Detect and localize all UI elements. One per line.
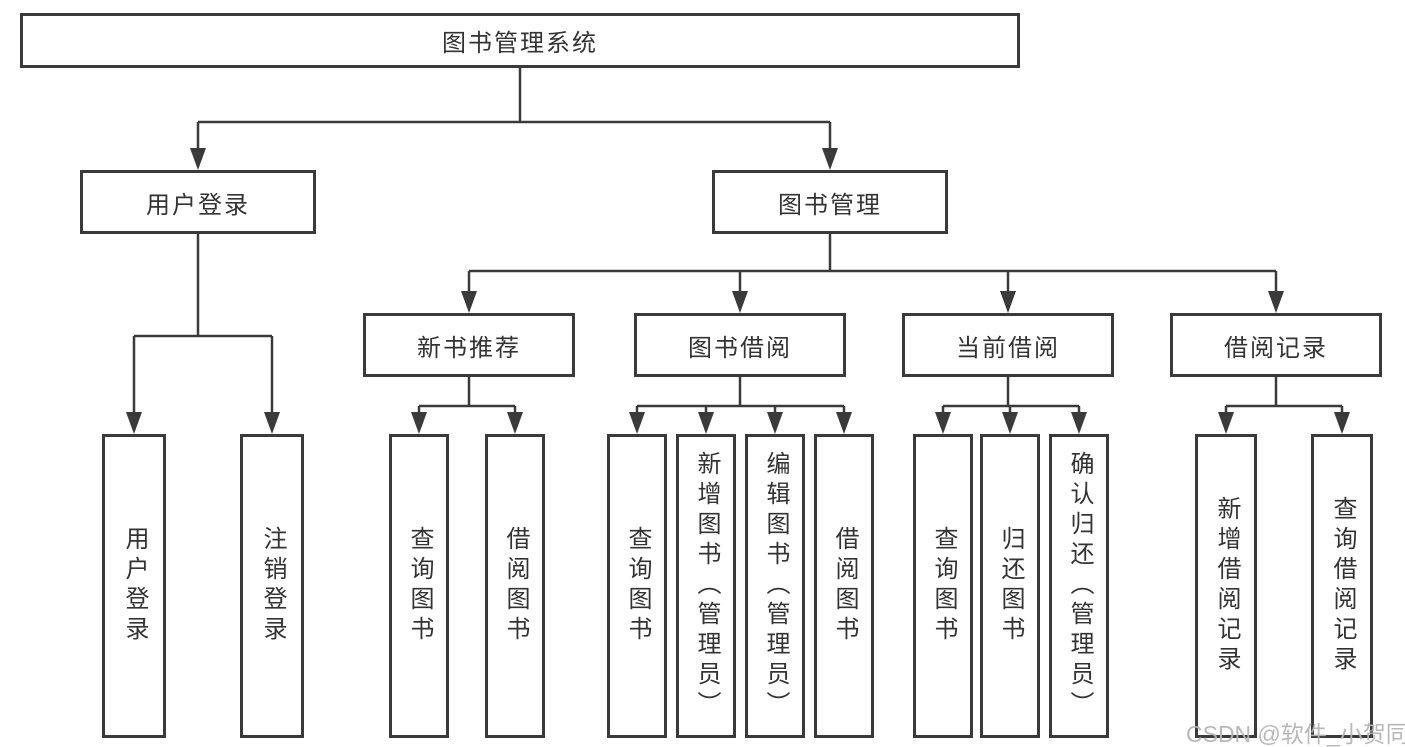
- connector-current-borrow: [941, 377, 1081, 417]
- leaf-add-borrow-record: 新增借阅记录: [1195, 434, 1257, 738]
- leaf-add-books-admin: 新增图书（管理员）: [676, 434, 736, 738]
- leaf-query-borrow-record-label: 查询借阅记录: [1329, 496, 1356, 676]
- node-current-borrow-label: 当前借阅: [956, 334, 1060, 362]
- leaf-return-books: 归还图书: [980, 434, 1040, 738]
- connector-book-mgmt: [467, 234, 1278, 296]
- connector-user-login: [132, 234, 274, 416]
- leaf-confirm-return-admin: 确认归还（管理员）: [1049, 434, 1109, 738]
- leaf-edit-books-admin: 编辑图书（管理员）: [745, 434, 805, 738]
- leaf-confirm-return-admin-label: 确认归还（管理员）: [1066, 451, 1093, 721]
- leaf-logout-label: 注销登录: [259, 526, 286, 646]
- arrowheads: [126, 148, 1350, 434]
- leaf-return-books-label: 归还图书: [997, 526, 1024, 646]
- node-user-login-label: 用户登录: [146, 191, 250, 219]
- leaf-query-books-borrow-label: 查询图书: [624, 526, 651, 646]
- node-borrow-records: 借阅记录: [1170, 313, 1382, 377]
- leaf-borrow-books: 借阅图书: [814, 434, 874, 738]
- leaf-edit-books-admin-label: 编辑图书（管理员）: [762, 451, 789, 721]
- leaf-query-books-borrow: 查询图书: [607, 434, 667, 738]
- leaf-user-login: 用户登录: [102, 434, 166, 738]
- leaf-add-books-admin-label: 新增图书（管理员）: [693, 451, 720, 721]
- leaf-logout: 注销登录: [240, 434, 304, 738]
- connector-root: [196, 68, 832, 152]
- leaf-query-books-newrec-label: 查询图书: [406, 526, 433, 646]
- leaf-query-borrow-record: 查询借阅记录: [1311, 434, 1373, 738]
- watermark: CSDN @软件_小贺同学: [1186, 721, 1405, 747]
- leaf-borrow-books-label: 借阅图书: [831, 526, 858, 646]
- leaf-user-login-label: 用户登录: [121, 526, 148, 646]
- node-book-borrow-label: 图书借阅: [688, 334, 792, 362]
- connector-new-book: [417, 377, 517, 417]
- leaf-query-books-current: 查询图书: [913, 434, 973, 738]
- leaf-query-books-newrec: 查询图书: [389, 434, 449, 738]
- connector-book-borrow: [635, 377, 846, 417]
- node-book-mgmt-label: 图书管理: [778, 191, 882, 219]
- node-borrow-records-label: 借阅记录: [1224, 334, 1328, 362]
- leaf-query-books-current-label: 查询图书: [930, 526, 957, 646]
- node-book-mgmt: 图书管理: [712, 170, 948, 234]
- node-book-system: 图书管理系统: [20, 13, 1020, 68]
- node-new-book-rec: 新书推荐: [363, 313, 575, 377]
- connector-borrow-records: [1224, 377, 1344, 417]
- node-user-login: 用户登录: [80, 170, 316, 234]
- node-new-book-rec-label: 新书推荐: [417, 334, 521, 362]
- node-book-system-label: 图书管理系统: [442, 30, 598, 57]
- leaf-borrow-books-newrec: 借阅图书: [485, 434, 545, 738]
- leaf-borrow-books-newrec-label: 借阅图书: [502, 526, 529, 646]
- node-book-borrow: 图书借阅: [634, 313, 846, 377]
- leaf-add-borrow-record-label: 新增借阅记录: [1213, 496, 1240, 676]
- node-current-borrow: 当前借阅: [902, 313, 1114, 377]
